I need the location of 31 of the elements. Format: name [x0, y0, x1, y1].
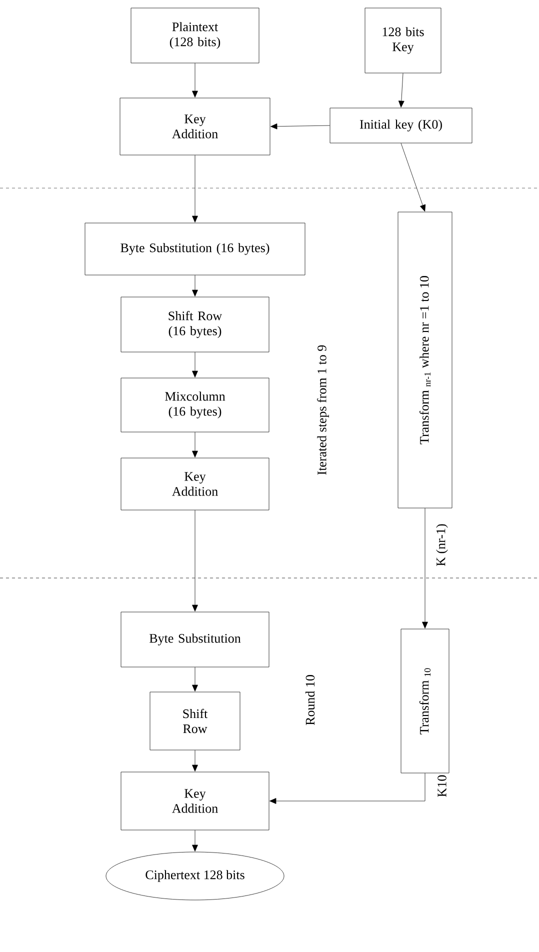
- process-box: 128 bits Key: [364, 8, 442, 74]
- rotated-label: Round 10: [305, 675, 315, 726]
- arrow: [270, 123, 330, 130]
- arrow: [422, 508, 428, 628]
- arrow: [270, 773, 426, 804]
- process-box: Initial key (K0): [330, 108, 472, 144]
- process-box: Shift Row (16 bytes): [120, 296, 270, 352]
- arrow: [192, 667, 198, 692]
- arrow: [192, 432, 198, 458]
- process-box: Key Addition: [120, 772, 270, 830]
- arrow: [192, 352, 198, 378]
- process-box: Transform $_{10}$: [400, 628, 450, 774]
- rotated-label: Iterated steps from 1 to 9: [317, 345, 329, 475]
- process-box: Byte Substitution: [120, 612, 270, 668]
- process-box: Key Addition: [120, 98, 270, 156]
- arrow: [192, 510, 198, 612]
- process-box: Transform $_{nr-1}$ where nr =1 to 10: [398, 212, 452, 508]
- process-box: Key Addition: [120, 458, 270, 510]
- arrow: [192, 750, 198, 772]
- edge-label: K (nr-1): [435, 522, 449, 568]
- arrow: [192, 155, 198, 222]
- arrow: [192, 63, 198, 98]
- process-box: Mixcolumn (16 bytes): [120, 378, 270, 432]
- edge-label: K10: [436, 774, 448, 798]
- arrow: [400, 143, 426, 212]
- process-box: Shift Row: [150, 692, 240, 750]
- process-box: Byte Substitution (16 bytes): [84, 222, 306, 276]
- arrow: [192, 830, 198, 852]
- arrow: [398, 73, 404, 108]
- process-box: Plaintext (128 bits): [130, 8, 260, 64]
- arrow: [192, 275, 198, 296]
